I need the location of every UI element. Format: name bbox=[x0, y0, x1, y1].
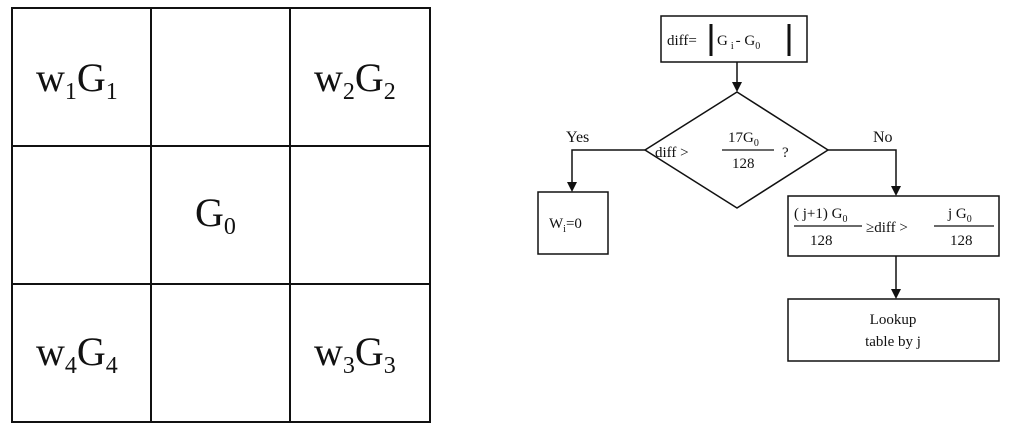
connector-no bbox=[828, 149, 901, 196]
decision-lhs: diff > bbox=[655, 145, 689, 161]
range-denominator-2: 128 bbox=[950, 233, 973, 249]
lookup-line-1: Lookup bbox=[870, 312, 917, 328]
wi-text: Wi=0 bbox=[549, 216, 582, 235]
decision-question: ? bbox=[782, 145, 789, 161]
range-denominator-1: 128 bbox=[810, 233, 833, 249]
decision-numerator: 17G0 bbox=[728, 130, 759, 149]
range-numerator-2: j G0 bbox=[947, 206, 972, 225]
grid-cell-w4-g4: w4G4 bbox=[36, 329, 118, 379]
grid-cell-w3-g3: w3G3 bbox=[314, 329, 396, 379]
grid-cell-w2-g2: w2G2 bbox=[314, 55, 396, 105]
diff-box-lhs: diff= bbox=[667, 33, 697, 49]
lookup-box bbox=[787, 298, 1000, 362]
range-middle: ≥diff > bbox=[866, 220, 908, 236]
lookup-line-2: table by j bbox=[865, 334, 921, 350]
grid-cell-w1-g1: w1G1 bbox=[36, 55, 118, 105]
grid-cell-g0: G0 bbox=[195, 190, 236, 240]
decision-denominator: 128 bbox=[732, 156, 755, 172]
diff-box bbox=[660, 15, 808, 63]
connector-yes bbox=[567, 149, 645, 192]
weight-grid bbox=[11, 7, 431, 423]
wi-box bbox=[537, 191, 609, 255]
grid-border bbox=[11, 7, 431, 423]
no-label: No bbox=[873, 129, 893, 146]
range-numerator-1: ( j+1) G0 bbox=[794, 206, 847, 225]
yes-label: Yes bbox=[566, 129, 589, 146]
